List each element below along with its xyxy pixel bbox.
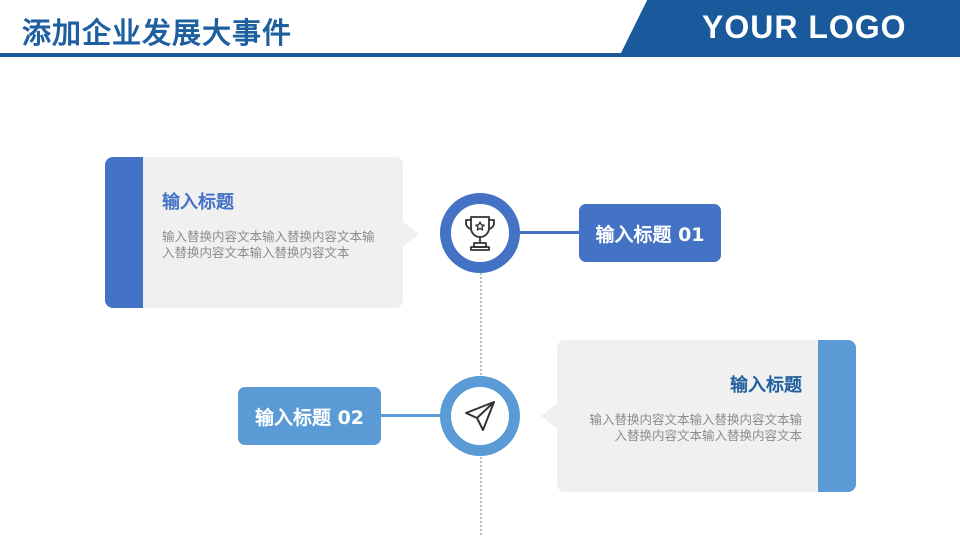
event-tag-1: 输入标题 01 [579, 204, 721, 262]
logo: YOUR LOGO [702, 9, 907, 45]
connector-line [352, 414, 442, 417]
event-tag-2: 输入标题 02 [238, 387, 381, 445]
card-body: 输入替换内容文本输入替换内容文本输入替换内容文本输入替换内容文本 [589, 412, 802, 443]
page-title: 添加企业发展大事件 [22, 16, 293, 50]
card-accent-bar [818, 340, 856, 492]
trophy-icon [465, 216, 495, 251]
card-pointer [403, 222, 419, 246]
card-pointer [541, 404, 557, 428]
card-accent-bar [105, 157, 143, 308]
paper-plane-icon [465, 401, 495, 431]
event-card-2: 输入标题 输入替换内容文本输入替换内容文本输入替换内容文本输入替换内容文本 [541, 340, 856, 492]
connector-line [519, 231, 581, 234]
card-heading: 输入标题 [730, 375, 802, 396]
header-divider [0, 53, 960, 57]
card-heading: 输入标题 [162, 192, 234, 213]
timeline-node-1 [440, 193, 520, 273]
event-card-1: 输入标题 输入替换内容文本输入替换内容文本输入替换内容文本输入替换内容文本 [105, 157, 419, 308]
timeline-node-2 [440, 376, 520, 456]
logo-banner [620, 0, 960, 55]
card-body: 输入替换内容文本输入替换内容文本输入替换内容文本输入替换内容文本 [162, 229, 375, 260]
